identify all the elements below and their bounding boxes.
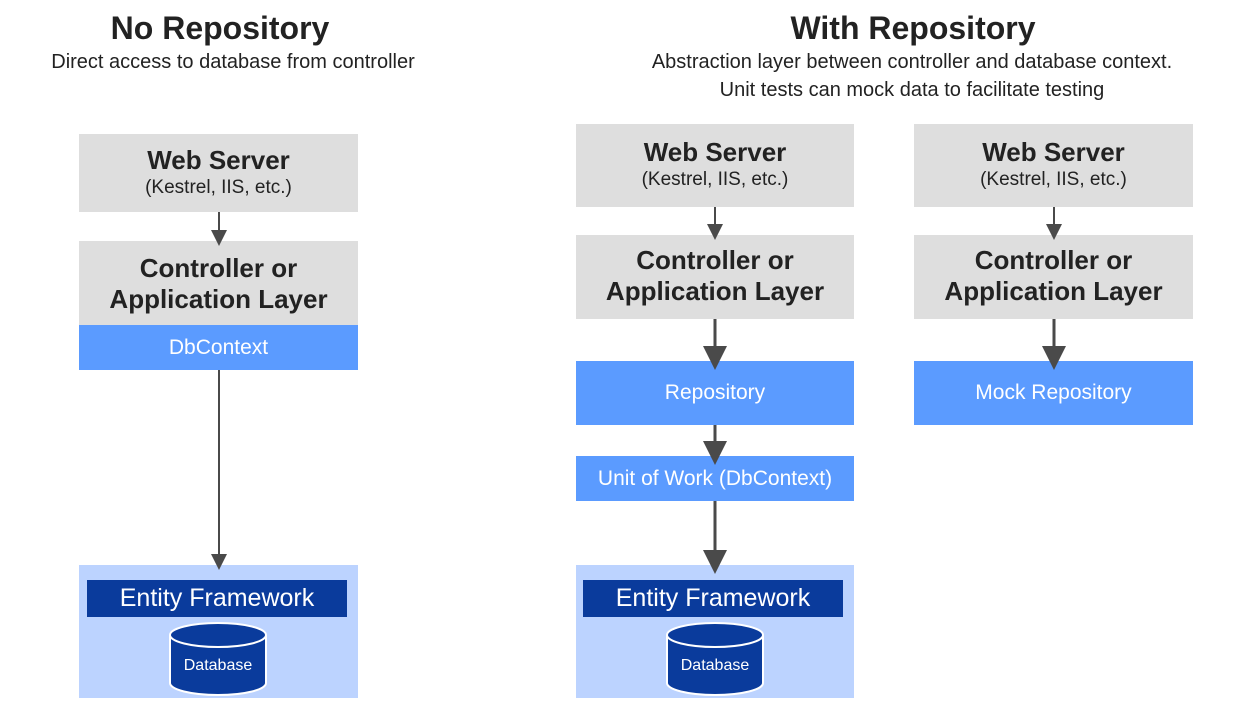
controller-line2: Application Layer [109,284,328,314]
no-repository-title: No Repository [110,10,330,46]
web-server-title: Web Server [982,137,1125,167]
left-dbcontext-box: DbContext [79,325,358,370]
controller-line1: Controller or [139,253,298,283]
no-repository-subtitle: Direct access to database from controlle… [51,51,415,73]
left-entity-framework-box: Entity Framework [87,580,347,617]
right-controller-box: Controller or Application Layer [576,235,854,319]
with-repository-title: With Repository [790,10,1036,46]
controller-line2: Application Layer [944,276,1163,306]
right-web-server-box: Web Server (Kestrel, IIS, etc.) [576,124,854,207]
mock-web-server-box: Web Server (Kestrel, IIS, etc.) [914,124,1193,207]
left-controller-box: Controller or Application Layer [79,241,358,325]
left-database: Database [168,621,268,697]
controller-line2: Application Layer [605,276,825,306]
web-server-detail: (Kestrel, IIS, etc.) [145,177,292,198]
right-entity-framework-box: Entity Framework [583,580,843,617]
web-server-title: Web Server [643,137,787,167]
mock-controller-box: Controller or Application Layer [914,235,1193,319]
with-repository-subtitle-line2: Unit tests can mock data to facilitate t… [719,79,1105,101]
database-icon [169,622,267,696]
with-repository-subtitle-line1: Abstraction layer between controller and… [651,51,1173,73]
repository-box: Repository [576,361,854,425]
web-server-detail: (Kestrel, IIS, etc.) [641,169,789,190]
mock-repository-box: Mock Repository [914,361,1193,425]
controller-line1: Controller or [636,245,794,275]
database-label: Database [680,657,750,674]
database-icon [666,622,764,696]
left-web-server-box: Web Server (Kestrel, IIS, etc.) [79,134,358,212]
controller-line1: Controller or [974,245,1133,275]
database-label: Database [183,657,253,674]
right-database: Database [665,621,765,697]
web-server-title: Web Server [147,145,290,175]
web-server-detail: (Kestrel, IIS, etc.) [980,169,1127,190]
